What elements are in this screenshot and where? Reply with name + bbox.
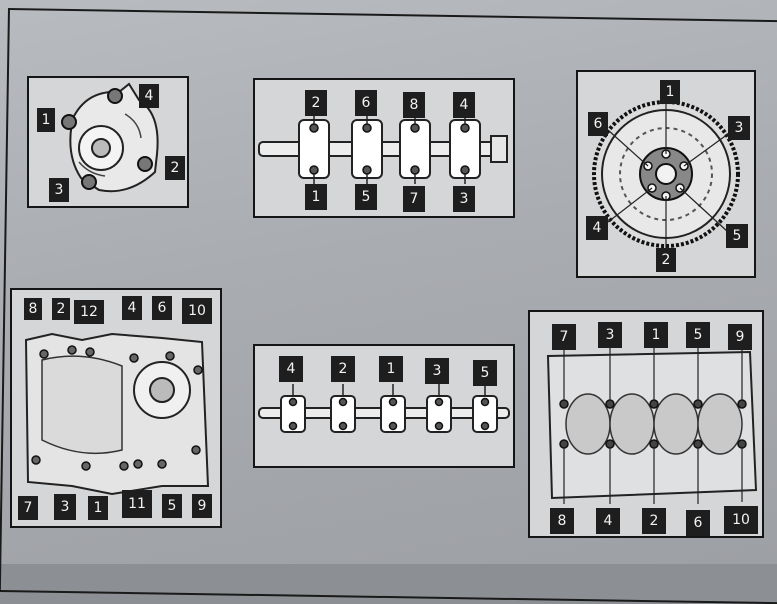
label-12: 12 xyxy=(74,300,104,324)
label-4: 4 xyxy=(586,216,608,240)
label-2: 2 xyxy=(52,298,70,320)
figure-flywheel: 1 6 3 4 5 2 xyxy=(576,70,756,278)
label-10: 10 xyxy=(724,506,758,534)
label-1: 1 xyxy=(305,184,327,210)
label-8: 8 xyxy=(550,508,574,534)
label-4: 4 xyxy=(122,296,142,320)
label-4: 4 xyxy=(453,92,475,118)
label-5: 5 xyxy=(473,360,497,386)
label-7: 7 xyxy=(552,324,576,350)
label-3: 3 xyxy=(425,358,449,384)
label-3: 3 xyxy=(598,322,622,348)
label-2: 2 xyxy=(165,156,185,180)
label-2: 2 xyxy=(642,508,666,534)
label-2: 2 xyxy=(331,356,355,382)
label-6: 6 xyxy=(355,90,377,116)
label-3: 3 xyxy=(453,186,475,212)
label-8: 8 xyxy=(403,92,425,118)
label-9: 9 xyxy=(728,324,752,350)
label-3: 3 xyxy=(54,494,76,520)
label-2: 2 xyxy=(656,248,676,272)
figure-camshaft-upper: 2 6 8 4 1 5 7 3 xyxy=(253,78,515,218)
label-4: 4 xyxy=(596,508,620,534)
label-5: 5 xyxy=(726,224,748,248)
figure-camshaft-lower: 4 2 1 3 5 xyxy=(253,344,515,468)
label-8: 8 xyxy=(24,298,42,320)
label-11: 11 xyxy=(122,490,152,518)
cylinder-head-drawing xyxy=(546,346,758,504)
label-1: 1 xyxy=(88,496,108,520)
figure-water-pump: 1 2 3 4 xyxy=(27,76,189,208)
label-1: 1 xyxy=(644,322,668,348)
flywheel-drawing xyxy=(592,100,740,248)
label-3: 3 xyxy=(728,116,750,140)
label-3: 3 xyxy=(49,178,69,202)
label-2: 2 xyxy=(305,90,327,116)
label-1: 1 xyxy=(379,356,403,382)
label-4: 4 xyxy=(279,356,303,382)
label-5: 5 xyxy=(355,184,377,210)
label-7: 7 xyxy=(403,186,425,212)
figure-cylinder-head: 7 3 1 5 9 8 4 2 6 10 xyxy=(528,310,764,538)
label-6: 6 xyxy=(152,296,172,320)
label-10: 10 xyxy=(182,298,212,324)
camshaft-upper-drawing xyxy=(258,116,508,184)
label-9: 9 xyxy=(192,494,212,518)
label-4: 4 xyxy=(139,84,159,108)
label-1: 1 xyxy=(660,80,680,104)
label-5: 5 xyxy=(162,494,182,518)
camshaft-lower-drawing xyxy=(258,384,510,433)
figure-front-cover: 8 2 12 4 6 10 7 3 1 11 5 9 xyxy=(10,288,222,528)
label-6: 6 xyxy=(686,510,710,536)
water-pump-drawing xyxy=(61,82,159,193)
label-5: 5 xyxy=(686,322,710,348)
front-cover-drawing xyxy=(24,332,210,496)
label-7: 7 xyxy=(18,496,38,520)
label-6: 6 xyxy=(588,112,608,136)
label-1: 1 xyxy=(37,108,55,132)
